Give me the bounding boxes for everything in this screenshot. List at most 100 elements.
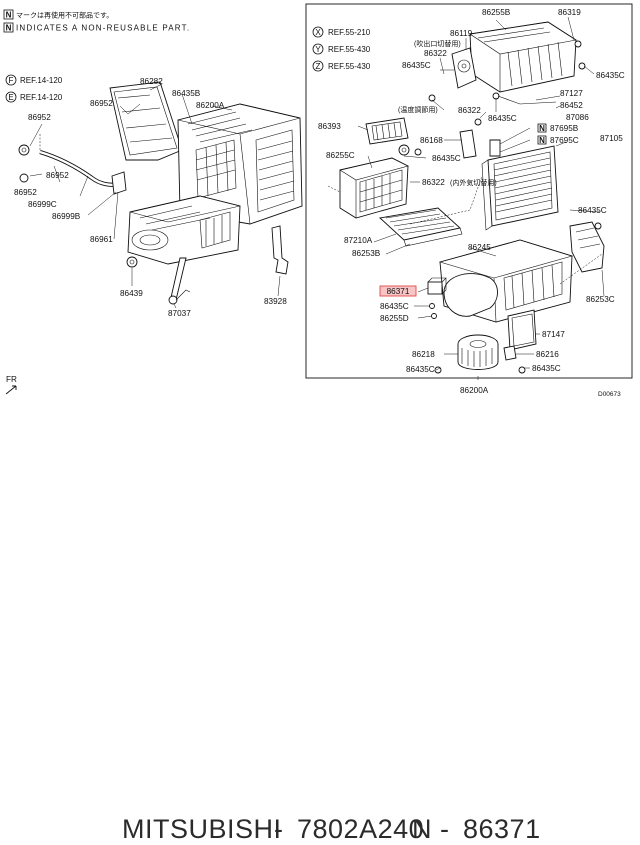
ref-x-text: REF.55-210 (328, 28, 371, 37)
ref-y-text: REF.55-430 (328, 45, 371, 54)
label-86952-a: 86952 (90, 99, 113, 108)
blower-housing-left (127, 195, 241, 265)
ref-f-text: REF.14-120 (20, 76, 63, 85)
right-legend: X REF.55-210 Y REF.55-430 Z REF.55-430 (312, 26, 371, 72)
label-87147: 87147 (542, 330, 565, 339)
label-87105: 87105 (600, 134, 623, 143)
drawing-code: D00673 (598, 391, 621, 398)
plate-87147 (507, 309, 537, 351)
label-86952-d: 86952 (14, 188, 37, 197)
label-86322-a: 86322 (424, 49, 447, 58)
clip-86319 (574, 40, 582, 48)
label-86952-c: 86952 (46, 171, 69, 180)
rod-87037 (169, 257, 187, 303)
label-87127: 87127 (560, 89, 583, 98)
label-87037: 87037 (168, 309, 191, 318)
label-86322-c: 86322 (422, 178, 445, 187)
left-assembly (18, 81, 303, 309)
label-86435c-e: 86435C (578, 206, 607, 215)
legend-note-japanese: マークは再使用不可部品です。 (16, 11, 113, 20)
label-86371: 86371 (387, 287, 410, 296)
label-83928: 83928 (264, 297, 287, 306)
n-mark-symbol-2: N (6, 24, 12, 33)
cover-86393 (365, 117, 409, 145)
label-87210a: 87210A (344, 236, 373, 245)
label-jp-bracket-3: (内外気切替用) (450, 178, 497, 187)
resistor-86371 (427, 281, 443, 295)
label-86253b: 86253B (352, 249, 381, 258)
ref-e-circle (5, 91, 17, 103)
grommet-86961 (111, 171, 127, 195)
label-86435c-b: 86435C (596, 71, 625, 80)
label-86961: 86961 (90, 235, 113, 244)
label-86255b: 86255B (482, 8, 511, 17)
label-86452: 86452 (560, 101, 583, 110)
right-assembly (327, 16, 605, 380)
right-detail-frame (305, 3, 633, 379)
label-86200a-left: 86200A (196, 101, 225, 110)
label-86282: 86282 (140, 77, 163, 86)
label-86245: 86245 (468, 243, 491, 252)
label-87695c: 87695C (550, 136, 579, 145)
label-87695b: 87695B (550, 124, 579, 133)
label-86218: 86218 (412, 350, 435, 359)
part-86168 (459, 129, 477, 159)
part-86216 (503, 345, 517, 361)
n-mark-box-2 (3, 22, 14, 33)
caption-n-label: N (412, 814, 432, 844)
label-86119: 86119 (450, 29, 473, 38)
label-86435c-g: 86435C (406, 365, 435, 374)
grommet-86439 (126, 256, 138, 268)
caption-separator-2: - (440, 814, 450, 844)
fr-arrow: FR (5, 375, 17, 395)
highlight-86371 (379, 285, 417, 297)
clip-86952-a (18, 144, 30, 156)
upper-case-86255b (469, 21, 577, 93)
label-87086: 87086 (566, 113, 589, 122)
caption-part-number: 7802A240 (297, 814, 425, 844)
n-mark-symbol: N (6, 11, 12, 20)
label-86393: 86393 (318, 122, 341, 131)
ref-e-text: REF.14-120 (20, 93, 63, 102)
caption-bar: MITSUBISHI - 7802A240 N - 86371 (0, 400, 640, 844)
ref-f-symbol: F (9, 76, 14, 85)
label-86435b: 86435B (172, 89, 201, 98)
label-86255c: 86255C (326, 151, 355, 160)
sensor-83928 (271, 225, 289, 275)
label-86999b: 86999B (52, 212, 81, 221)
label-86999c: 86999C (28, 200, 57, 209)
parts-diagram: N マークは再使用不可部品です。 N INDICATES A NON-REUSA… (0, 0, 640, 400)
bracket-86253c (569, 221, 605, 273)
label-86216: 86216 (536, 350, 559, 359)
ref-z-text: REF.55-430 (328, 62, 371, 71)
n-mark-87695b: N (539, 124, 545, 133)
ref-e-symbol: E (8, 93, 13, 102)
legend-note-english: INDICATES A NON-REUSABLE PART. (16, 24, 190, 33)
label-86435c-f: 86435C (380, 302, 409, 311)
blower-scroll (443, 273, 498, 317)
n-mark-87695c: N (539, 136, 545, 145)
fr-label: FR (6, 375, 17, 384)
label-jp-bracket-1: (吹出口切替用) (414, 39, 461, 48)
label-86435c-c: 86435C (488, 114, 517, 123)
label-86200a-right: 86200A (460, 386, 489, 395)
label-86435c-a: 86435C (402, 61, 431, 70)
caption-brand: MITSUBISHI (122, 814, 282, 844)
label-86168: 86168 (420, 136, 443, 145)
legend: N マークは再使用不可部品です。 N INDICATES A NON-REUSA… (3, 9, 190, 103)
label-86435c-d: 86435C (432, 154, 461, 163)
left-labels: 86282 86435B 86200A 86952 86952 86952 86… (14, 77, 287, 318)
label-86322-b: 86322 (458, 106, 481, 115)
caption-separator: - (274, 814, 284, 844)
label-86319: 86319 (558, 8, 581, 17)
ref-y-symbol: Y (315, 45, 321, 54)
parts-diagram-svg: N マークは再使用不可部品です。 N INDICATES A NON-REUSA… (3, 3, 633, 398)
label-86255d: 86255D (380, 314, 409, 323)
label-86435c-h: 86435C (532, 364, 561, 373)
label-86952-b: 86952 (28, 113, 51, 122)
label-86253c: 86253C (586, 295, 615, 304)
ref-f-circle (5, 74, 17, 86)
label-jp-bracket-2: (温度調節用) (398, 105, 438, 114)
ref-z-symbol: Z (316, 62, 321, 71)
